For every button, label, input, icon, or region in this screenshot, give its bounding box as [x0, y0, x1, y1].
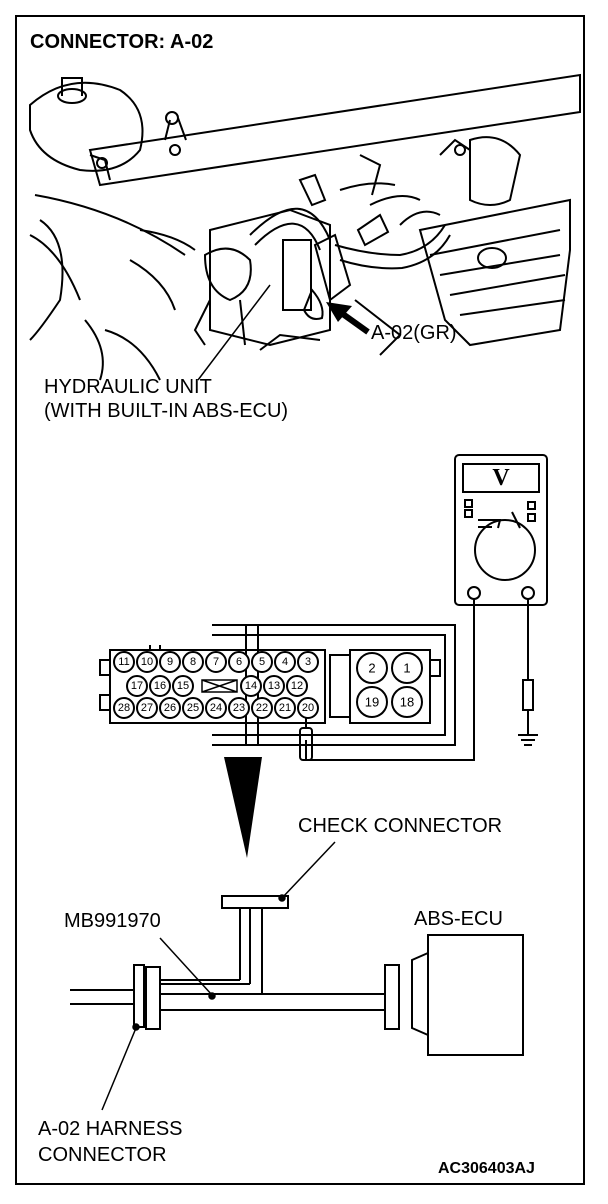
pin-label-5: 5 [259, 656, 265, 668]
pin-27 [136, 697, 158, 719]
pin-label-27: 27 [141, 702, 153, 714]
pin-label-25: 25 [187, 702, 199, 714]
pin-17 [126, 675, 148, 697]
pin-label-2: 2 [368, 661, 375, 676]
harness-sublabel: CONNECTOR [38, 1144, 167, 1166]
pin-label-23: 23 [233, 702, 245, 714]
pin-label-20: 20 [302, 702, 314, 714]
pin-label-8: 8 [190, 656, 196, 668]
pin-6 [228, 651, 250, 673]
pin-11 [113, 651, 135, 673]
pin-16 [149, 675, 171, 697]
pin-7 [205, 651, 227, 673]
meter-symbol: V [492, 465, 510, 491]
title: CONNECTOR: A-02 [30, 31, 214, 53]
pin-label-14: 14 [245, 680, 257, 692]
pin-25 [182, 697, 204, 719]
pin-24 [205, 697, 227, 719]
pin-13 [263, 675, 285, 697]
pin-label-11: 11 [118, 656, 129, 668]
pin-22 [251, 697, 273, 719]
pin-1 [391, 652, 423, 684]
pin-9 [159, 651, 181, 673]
pin-26 [159, 697, 181, 719]
pin-label-22: 22 [256, 702, 268, 714]
connector-pointer-wedge [224, 757, 262, 858]
engine-bay-illustration [29, 73, 581, 381]
meter-leads [305, 599, 538, 761]
pin-20 [297, 697, 319, 719]
abs-ecu-label: ABS-ECU [414, 908, 503, 930]
pin-8 [182, 651, 204, 673]
pin-3 [297, 651, 319, 673]
pin-label-26: 26 [164, 702, 176, 714]
connector-id-label: A-02(GR) [371, 322, 457, 344]
pin-21 [274, 697, 296, 719]
pin-label-12: 12 [291, 680, 303, 692]
connector-housing [99, 624, 456, 746]
pin-19 [356, 686, 388, 718]
pin-label-6: 6 [236, 656, 242, 668]
pin-label-28: 28 [118, 702, 130, 714]
pin-10 [136, 651, 158, 673]
pin-2 [356, 652, 388, 684]
tool-label: MB991970 [64, 910, 161, 932]
pin-label-13: 13 [268, 680, 280, 692]
diagram-frame [15, 15, 585, 1185]
pin-label-18: 18 [400, 695, 414, 710]
pin-12 [286, 675, 308, 697]
connector-arrow [338, 309, 370, 335]
figure-code: AC306403AJ [438, 1160, 535, 1177]
hydraulic-unit-label: HYDRAULIC UNIT [44, 376, 212, 398]
pin-label-10: 10 [141, 656, 153, 668]
hydraulic-unit-leader [197, 284, 271, 381]
pin-15 [172, 675, 194, 697]
pin-4 [274, 651, 296, 673]
pin-label-24: 24 [210, 702, 222, 714]
harness-label: A-02 HARNESS [38, 1118, 183, 1140]
pin-5 [251, 651, 273, 673]
connector-arrowhead [326, 302, 352, 322]
pin-label-19: 19 [365, 695, 379, 710]
pin-14 [240, 675, 262, 697]
pin-label-7: 7 [213, 656, 219, 668]
pin-label-21: 21 [279, 702, 291, 714]
pin-23 [228, 697, 250, 719]
pin-label-15: 15 [177, 680, 189, 692]
hydraulic-unit-sublabel: (WITH BUILT-IN ABS-ECU) [44, 400, 289, 422]
pin-label-9: 9 [167, 656, 173, 668]
pin-label-1: 1 [403, 661, 410, 676]
pin-label-16: 16 [154, 680, 166, 692]
check-connector-label: CHECK CONNECTOR [298, 815, 503, 837]
connector-key [201, 679, 238, 693]
pin-label-4: 4 [282, 656, 288, 668]
pin-label-3: 3 [305, 656, 311, 668]
label-leaders [101, 841, 336, 1111]
voltmeter [454, 454, 548, 606]
pin-28 [113, 697, 135, 719]
pin-18 [391, 686, 423, 718]
pin-label-17: 17 [131, 680, 143, 692]
